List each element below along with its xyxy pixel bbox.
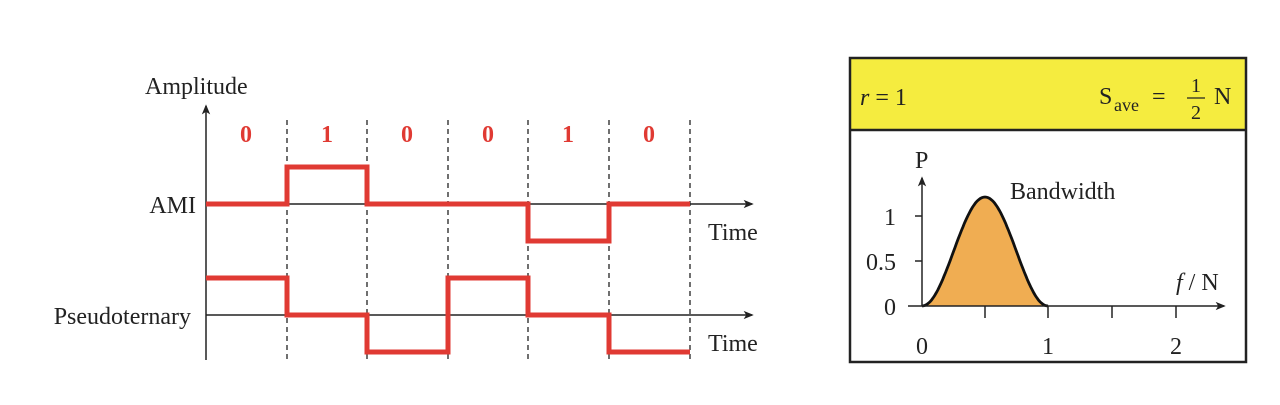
bit-boundaries (286, 120, 691, 362)
panel-border (848, 56, 1248, 364)
y-tick-label: 1 (884, 205, 896, 231)
ami-signal-label: AMI (149, 193, 196, 219)
x-tick-label: 1 (1042, 334, 1054, 360)
bit-label: 1 (321, 122, 333, 148)
pseudoternary-time-label: Time (708, 331, 758, 357)
line-coding-diagram: Amplitude 0 1 0 0 1 0 AMI Time Pseudoter… (54, 74, 758, 362)
s-symbol: S (1099, 84, 1112, 110)
pseudoternary-signal-label: Pseudoternary (54, 304, 191, 330)
fraction-numerator: 1 (1191, 75, 1201, 97)
bit-label: 1 (562, 122, 574, 148)
bandwidth-area (922, 197, 1048, 306)
panel-header (850, 58, 1246, 130)
x-tick-label: 0 (916, 334, 928, 360)
ami-waveform (206, 164, 690, 244)
power-spectrum-panel: r = 1 S ave = 1 2 N 1 0.5 0 0 1 2 P (848, 56, 1248, 364)
x-tick-label: 2 (1170, 334, 1182, 360)
frequency-axis-label: f / N (1176, 270, 1219, 296)
equals-sign: = (1152, 84, 1166, 110)
y-tick-label: 0 (884, 295, 896, 321)
ami-time-label: Time (708, 220, 758, 246)
fraction-denominator: 2 (1191, 102, 1201, 124)
pseudoternary-waveform (206, 275, 690, 355)
bit-label: 0 (643, 122, 655, 148)
bit-label: 0 (482, 122, 494, 148)
ratio-label: r = 1 (860, 85, 907, 111)
bit-labels: 0 1 0 0 1 0 (240, 122, 655, 148)
amplitude-axis-label: Amplitude (145, 74, 248, 100)
power-axis-label: P (915, 148, 928, 174)
bit-label: 0 (401, 122, 413, 148)
unit-n: N (1214, 84, 1231, 110)
saverage-formula: S ave = 1 2 N (1099, 75, 1231, 124)
s-subscript: ave (1114, 95, 1139, 115)
power-curve (921, 195, 1049, 308)
bandwidth-label: Bandwidth (1010, 179, 1115, 205)
bit-label: 0 (240, 122, 252, 148)
y-tick-label: 0.5 (866, 250, 896, 276)
